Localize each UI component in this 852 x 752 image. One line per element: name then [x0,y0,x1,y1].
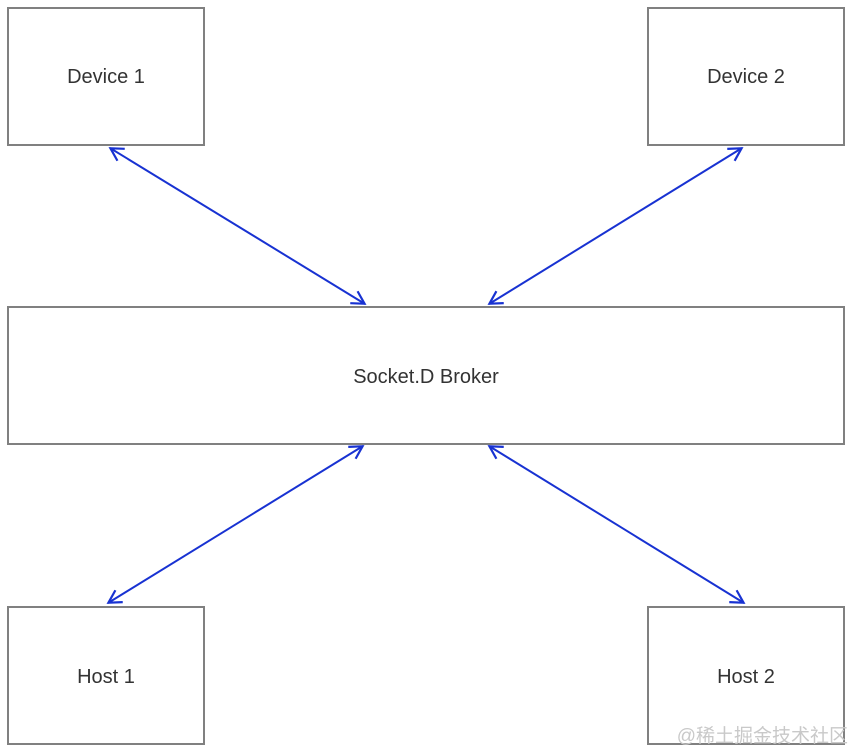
node-device1-label: Device 1 [67,66,145,88]
node-device1-box [7,7,205,146]
node-host1-label: Host 1 [77,666,135,688]
watermark: @稀土掘金技术社区 [677,725,848,747]
node-host2: Host 2 [647,606,845,745]
edge-device2-broker [487,147,744,305]
edge-broker-host2 [487,445,746,604]
node-broker-box [7,306,845,445]
node-host2-box [647,606,845,745]
node-device2-label: Device 2 [707,66,785,88]
node-device2: Device 2 [647,7,845,146]
node-host2-label: Host 2 [717,666,775,688]
node-host1-box [7,606,205,745]
node-broker: Socket.D Broker [7,306,845,445]
node-broker-label: Socket.D Broker [353,366,499,388]
node-device2-box [647,7,845,146]
node-device1: Device 1 [7,7,205,146]
edge-broker-host1 [106,445,365,604]
edges-layer [106,147,746,604]
node-host1: Host 1 [7,606,205,745]
edge-device1-broker [108,147,367,305]
